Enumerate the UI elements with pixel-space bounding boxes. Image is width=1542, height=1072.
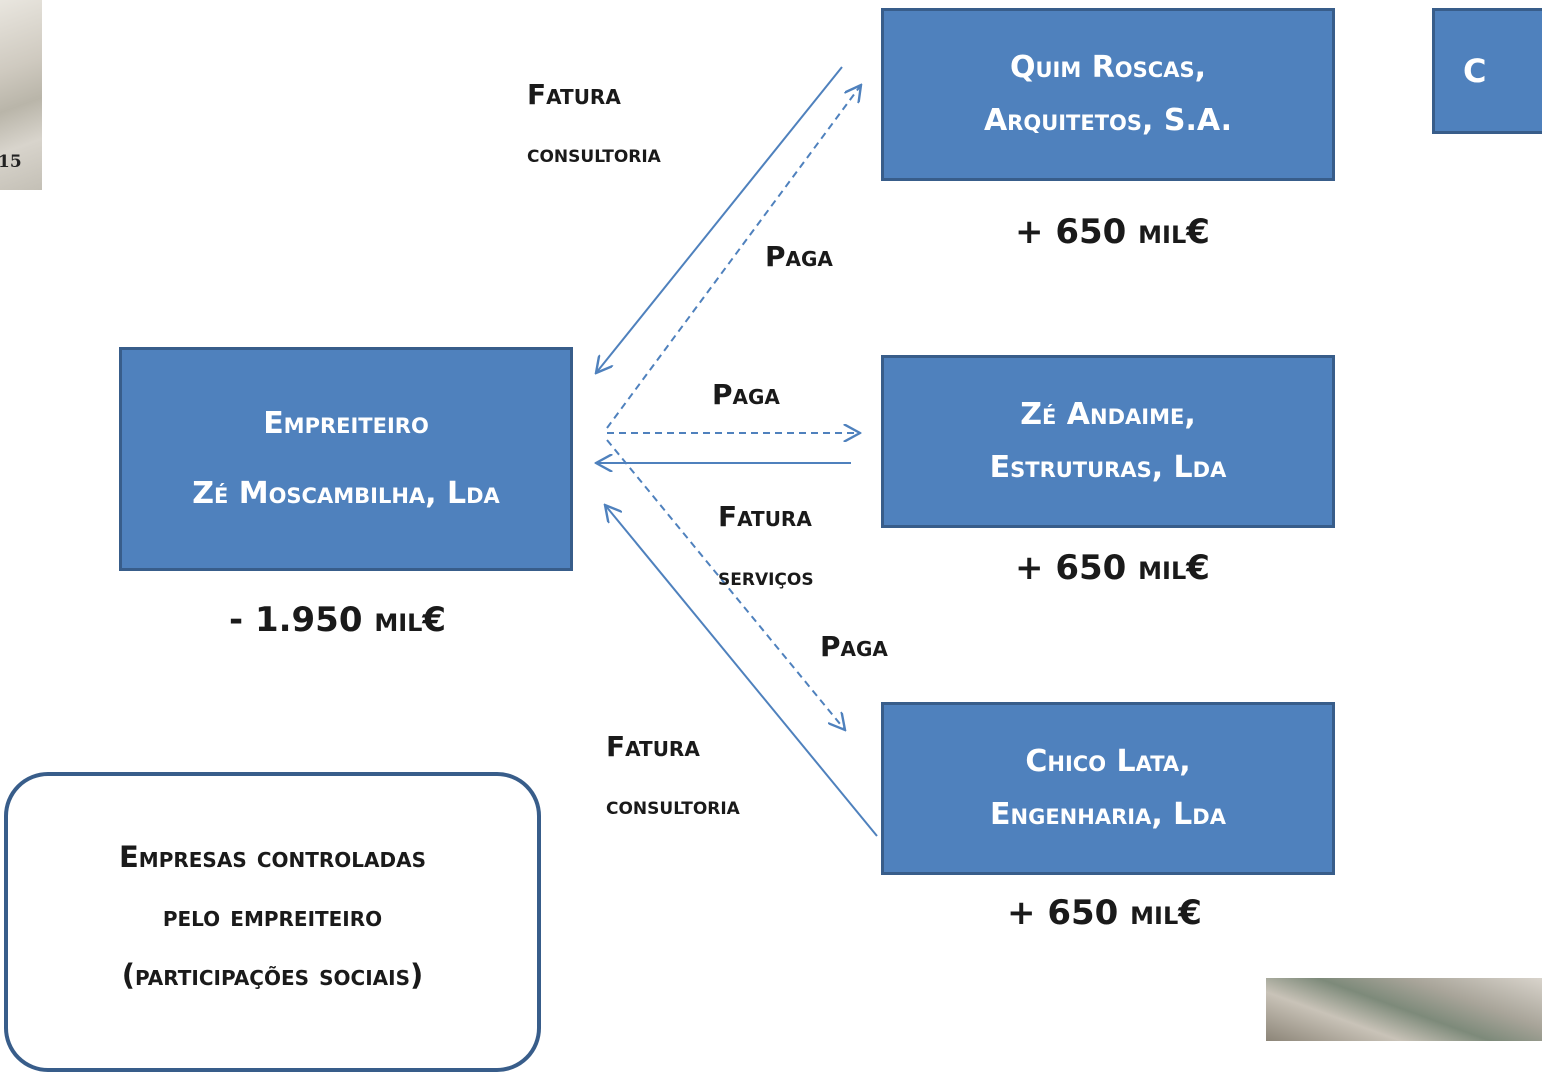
flow-arrows (0, 66, 878, 837)
company-box-chico-lata: Chico Lata, Engenharia, Lda (881, 702, 1335, 875)
company-name-line2: Arquitetos, S.A. (983, 102, 1233, 138)
legend-box: Empresas controladas pelo empreiteiro (p… (4, 772, 541, 1072)
contractor-name: Zé Moscambilha, Lda (192, 476, 500, 511)
legend-line1: Empresas controladas (119, 840, 426, 874)
contractor-label: Empreiteiro (263, 405, 429, 441)
partial-box-text: C (1463, 51, 1487, 90)
company-box-quim-roscas: Quim Roscas, Arquitetos, S.A. (881, 8, 1335, 181)
company-amount: + 650 mil€ (1007, 893, 1202, 933)
company-name-line1: Quim Roscas, (1010, 50, 1206, 85)
company-name-line2: Engenharia, Lda (990, 796, 1226, 832)
flow-label-paga: Paga (765, 240, 833, 273)
legend-line2: pelo empreiteiro (162, 898, 383, 933)
photo-thumbnail-bottom-right (1266, 978, 1542, 1041)
company-name-line1: Zé Andaime, (1020, 397, 1196, 432)
arrow-fatura-quim (596, 66, 843, 373)
contractor-box: Empreiteiro Zé Moscambilha, Lda (119, 347, 573, 571)
arrow-paga-chico (606, 439, 845, 730)
flow-label-fatura: Fatura (606, 730, 700, 763)
company-amount: + 650 mil€ (1015, 548, 1210, 588)
flow-label-paga: Paga (712, 378, 780, 411)
contractor-amount: - 1.950 mil€ (229, 600, 447, 640)
company-box-ze-andaime: Zé Andaime, Estruturas, Lda (881, 355, 1335, 528)
company-name-line1: Chico Lata, (1025, 744, 1191, 779)
flow-label-fatura: Fatura (718, 500, 812, 533)
slide-number: 15 (0, 152, 22, 172)
partial-box: C (1432, 8, 1542, 134)
legend-line3: (participações sociais) (121, 957, 424, 992)
photo-thumbnail-top-left: 15 (0, 0, 42, 190)
arrow-fatura-chico (605, 505, 878, 837)
flow-label-paga: Paga (820, 630, 888, 663)
flow-label-servicos: serviços (718, 563, 814, 591)
flow-label-fatura: Fatura (527, 78, 621, 111)
company-amount: + 650 mil€ (1015, 212, 1210, 252)
flow-label-consultoria: consultoria (606, 792, 740, 820)
company-name-line2: Estruturas, Lda (989, 449, 1227, 485)
flow-label-consultoria: consultoria (527, 140, 661, 168)
